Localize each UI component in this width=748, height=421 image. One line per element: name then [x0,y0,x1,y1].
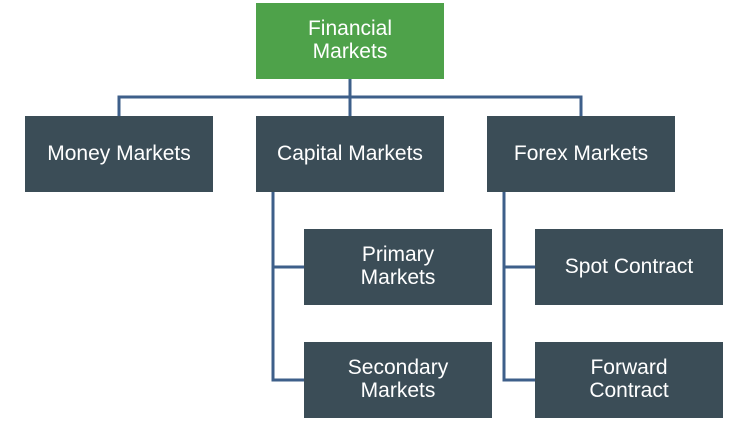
node-capital-markets: Capital Markets [256,116,444,192]
node-financial-markets: Financial Markets [256,3,444,79]
node-forex-markets: Forex Markets [487,116,675,192]
node-forward-contract: Forward Contract [535,342,723,418]
node-primary-markets: Primary Markets [304,229,492,305]
node-spot-contract-label: Spot Contract [564,254,694,278]
node-money-markets: Money Markets [25,116,213,192]
node-secondary-markets: Secondary Markets [304,342,492,418]
node-financial-markets-label: Financial Markets [307,17,393,63]
node-forward-contract-label: Forward Contract [589,356,669,402]
node-spot-contract: Spot Contract [535,229,723,305]
node-forex-markets-label: Forex Markets [513,141,649,165]
node-secondary-markets-label: Secondary Markets [347,356,449,402]
node-money-markets-label: Money Markets [47,141,191,165]
node-capital-markets-label: Capital Markets [277,141,423,165]
node-primary-markets-label: Primary Markets [360,243,436,289]
